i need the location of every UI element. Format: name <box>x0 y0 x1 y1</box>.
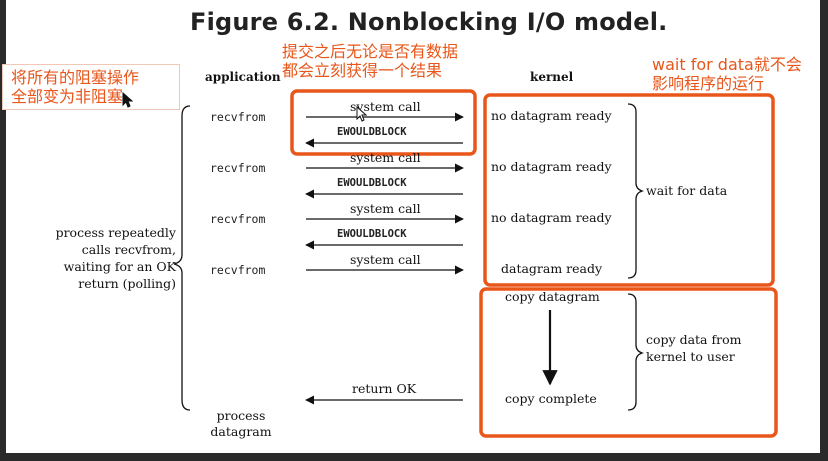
app-call-1: recvfrom <box>210 110 266 124</box>
app-call-2: recvfrom <box>210 161 266 175</box>
syscall-label-3: system call <box>350 201 421 216</box>
kernel-state-1: no datagram ready <box>491 108 612 123</box>
copy-end-label: copy complete <box>505 391 597 406</box>
annotation-left-line-2: 全部变为非阻塞 <box>11 87 124 106</box>
phase-copy-line-2: kernel to user <box>646 349 735 364</box>
highlight-copy-phase <box>479 287 778 438</box>
window-edge-bottom <box>0 453 828 461</box>
highlight-first-call <box>290 89 477 156</box>
figure-title: Figure 6.2. Nonblocking I/O model. <box>190 8 668 36</box>
phase-copy-line-1: copy data from <box>646 332 742 347</box>
syscall-label-1: system call <box>350 99 421 114</box>
brace-wait <box>627 103 645 279</box>
process-datagram-line-1: process <box>216 408 266 423</box>
annotation-middle-line-2: 都会立刻获得一个结果 <box>282 61 443 80</box>
window-edge-right <box>820 0 828 461</box>
app-call-4: recvfrom <box>210 263 266 277</box>
brace-copy <box>627 293 645 411</box>
phase-wait-label: wait for data <box>646 183 728 198</box>
syscall-label-2: system call <box>350 150 421 165</box>
annotation-left-line-1: 将所有的阻塞操作 <box>11 68 140 87</box>
header-kernel: kernel <box>530 70 574 84</box>
header-application: application <box>205 70 281 84</box>
phase-copy-label: copy data from kernel to user <box>646 331 741 365</box>
mouse-cursor-icon-2 <box>122 92 134 108</box>
kernel-state-3: no datagram ready <box>491 210 612 225</box>
polling-note-line-2: calls recvfrom, <box>81 242 176 257</box>
return-ok-label: return OK <box>352 381 417 396</box>
annotation-right-line-1: wait for data就不会 <box>652 55 802 74</box>
copy-start-label: copy datagram <box>505 289 600 304</box>
kernel-state-2: no datagram ready <box>491 159 612 174</box>
annotation-left: 将所有的阻塞操作 全部变为非阻塞 <box>2 64 180 110</box>
syscall-label-4: system call <box>350 252 421 267</box>
polling-note-line-4: return (polling) <box>78 276 176 291</box>
error-label-3: EWOULDBLOCK <box>337 228 407 240</box>
brace-polling <box>173 105 191 411</box>
annotation-right: wait for data就不会 影响程序的运行 <box>652 55 802 93</box>
highlight-wait-phase <box>483 93 775 287</box>
annotation-right-line-2: 影响程序的运行 <box>652 74 765 93</box>
polling-note-line-1: process repeatedly <box>55 225 176 240</box>
window-edge-left <box>0 0 6 461</box>
app-call-3: recvfrom <box>210 212 266 226</box>
error-label-2: EWOULDBLOCK <box>337 177 407 189</box>
kernel-state-4: datagram ready <box>501 261 603 276</box>
process-datagram-line-2: datagram <box>210 424 272 439</box>
polling-note: process repeatedly calls recvfrom, waiti… <box>40 224 176 292</box>
mouse-cursor-icon <box>356 106 368 122</box>
error-label-1: EWOULDBLOCK <box>337 126 407 138</box>
process-datagram-label: process datagram <box>196 408 286 440</box>
annotation-middle-line-1: 提交之后无论是否有数据 <box>282 42 459 61</box>
annotation-middle: 提交之后无论是否有数据 都会立刻获得一个结果 <box>282 42 458 80</box>
polling-note-line-3: waiting for an OK <box>63 259 176 274</box>
